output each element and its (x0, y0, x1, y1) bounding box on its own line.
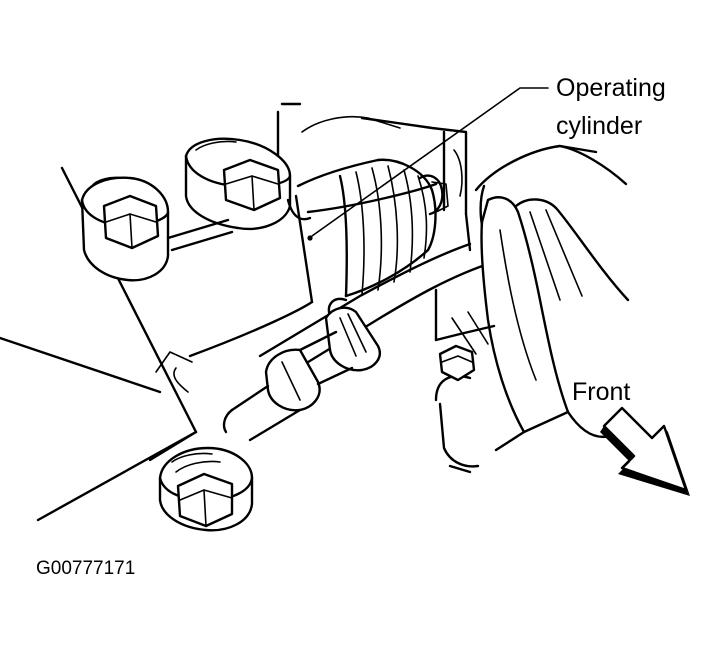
direction-label: Front (572, 378, 630, 406)
figure-id: G00777171 (36, 558, 135, 579)
hydraulic-line (222, 242, 496, 442)
bell-housing-lower (434, 288, 496, 474)
mounting-bolt-left (80, 176, 170, 282)
callout-label-line2: cylinder (556, 112, 642, 140)
mounting-bolt-center (184, 137, 292, 231)
operating-cylinder (188, 158, 449, 358)
bell-housing-flange (276, 102, 472, 252)
mounting-bracket (166, 198, 312, 252)
callout-leader-line (311, 87, 549, 237)
bolt-icon (158, 446, 254, 532)
callout-label-line1: Operating (556, 74, 666, 102)
front-direction-arrow-icon (600, 406, 690, 496)
clutch-housing-right (474, 144, 630, 452)
